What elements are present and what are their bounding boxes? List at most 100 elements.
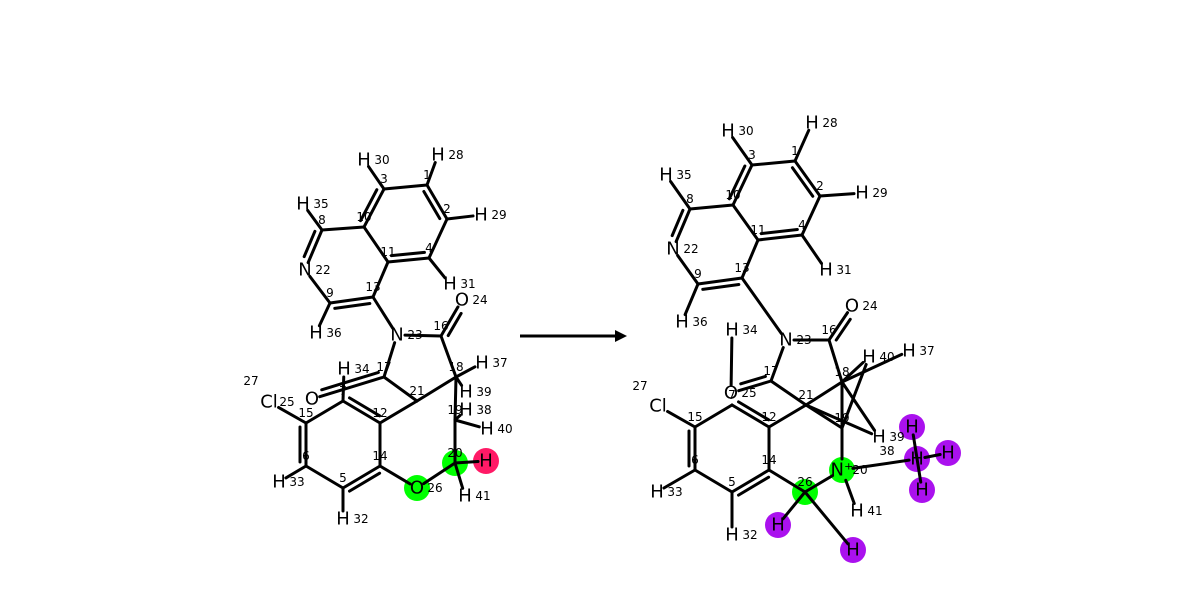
bond	[453, 461, 465, 490]
atom-index: 7	[339, 384, 347, 398]
bond	[750, 159, 797, 167]
atom-symbol: Cl	[649, 396, 667, 417]
atom-index: 27	[632, 379, 647, 393]
atom-index: 23	[796, 333, 811, 347]
atom-index: 29	[872, 186, 887, 200]
atom-highlight	[829, 457, 855, 483]
atom-index: 32	[742, 528, 757, 542]
atom-symbol: H	[458, 486, 472, 507]
atom-symbol: H	[336, 509, 350, 530]
atom-highlight	[909, 477, 935, 503]
atom-index: 8	[318, 213, 326, 227]
atom-index: 25	[741, 386, 756, 400]
atom-index: 39	[889, 430, 904, 444]
atom-symbol: H	[480, 419, 494, 440]
bond	[284, 464, 308, 480]
atom-index: 39	[476, 385, 491, 399]
bond	[439, 334, 458, 379]
bond	[382, 375, 419, 403]
atom-index: 8	[686, 192, 694, 206]
atom-index: 24	[862, 299, 877, 313]
atom-symbol: H	[459, 382, 473, 403]
atom-symbol: H	[915, 480, 929, 501]
bond	[827, 311, 850, 342]
atom-index: 33	[667, 485, 682, 499]
bond	[683, 282, 700, 317]
bond	[693, 468, 734, 494]
bond	[439, 305, 460, 338]
atom-symbol: H	[721, 121, 735, 142]
bond	[453, 418, 481, 429]
atom-symbol: O	[455, 290, 469, 311]
right-arrow-icon	[520, 330, 627, 342]
atom-index: 40	[497, 422, 512, 436]
atom-index: 14	[372, 449, 387, 463]
bond	[341, 375, 346, 403]
atom-symbol: O	[845, 296, 859, 317]
bond	[378, 399, 419, 425]
atom-symbol: H	[479, 451, 493, 472]
atom-symbol: H	[862, 347, 876, 368]
atom-index: 24	[472, 293, 487, 307]
bond	[367, 165, 386, 191]
bond	[793, 128, 811, 163]
bond	[306, 208, 324, 232]
atom-symbol: H	[659, 165, 673, 186]
bond	[730, 403, 771, 429]
bond	[693, 403, 734, 429]
bond-second-line	[790, 166, 815, 198]
atom-index: 21	[798, 388, 813, 402]
bond-second-line	[320, 370, 380, 392]
atom-index: 33	[289, 475, 304, 489]
bond	[756, 233, 804, 242]
bond	[427, 217, 449, 260]
atom-symbol: H	[272, 472, 286, 493]
bond-second-line	[670, 208, 685, 238]
bond	[454, 365, 477, 379]
bond	[317, 301, 332, 328]
atom-index: 11	[380, 245, 395, 259]
atom-index: 19	[834, 411, 849, 425]
atom-index: 18	[834, 365, 849, 379]
atom-index: 26	[427, 481, 442, 495]
atom-index: 23	[407, 328, 422, 342]
bond	[328, 295, 375, 305]
bond	[804, 380, 844, 407]
bond	[793, 159, 822, 198]
atom-index: 1	[791, 144, 799, 158]
atom-index: 19	[447, 403, 462, 417]
atom-index: 29	[491, 208, 506, 222]
atom-index: 40	[879, 350, 894, 364]
atom-highlight	[473, 448, 499, 474]
bond	[362, 225, 390, 264]
atom-index: 27	[243, 374, 258, 388]
atom-index: 34	[742, 323, 757, 337]
atom-index: 41	[475, 489, 490, 503]
atom-index: 3	[380, 172, 388, 186]
atom-symbol: H	[650, 482, 664, 503]
bond	[403, 333, 443, 338]
atom-index: 9	[326, 286, 334, 300]
atom-highlight	[935, 440, 961, 466]
atom-index: 14	[761, 453, 776, 467]
bond	[740, 276, 783, 335]
bond	[382, 183, 429, 191]
bond	[304, 464, 345, 490]
atom-symbol: O	[724, 383, 738, 404]
atom-index: 20	[447, 446, 462, 460]
atom-index: 18	[448, 360, 463, 374]
bond	[341, 464, 382, 490]
bond	[769, 346, 785, 383]
bond	[371, 260, 390, 299]
bond	[427, 256, 447, 280]
atom-symbol: H	[675, 312, 689, 333]
atom-index: 35	[676, 168, 691, 182]
atom-index: 28	[448, 148, 463, 162]
atom-index: 12	[372, 406, 387, 420]
bond	[840, 360, 865, 384]
atom-symbol: H	[296, 194, 310, 215]
bond-second-line	[727, 164, 747, 201]
